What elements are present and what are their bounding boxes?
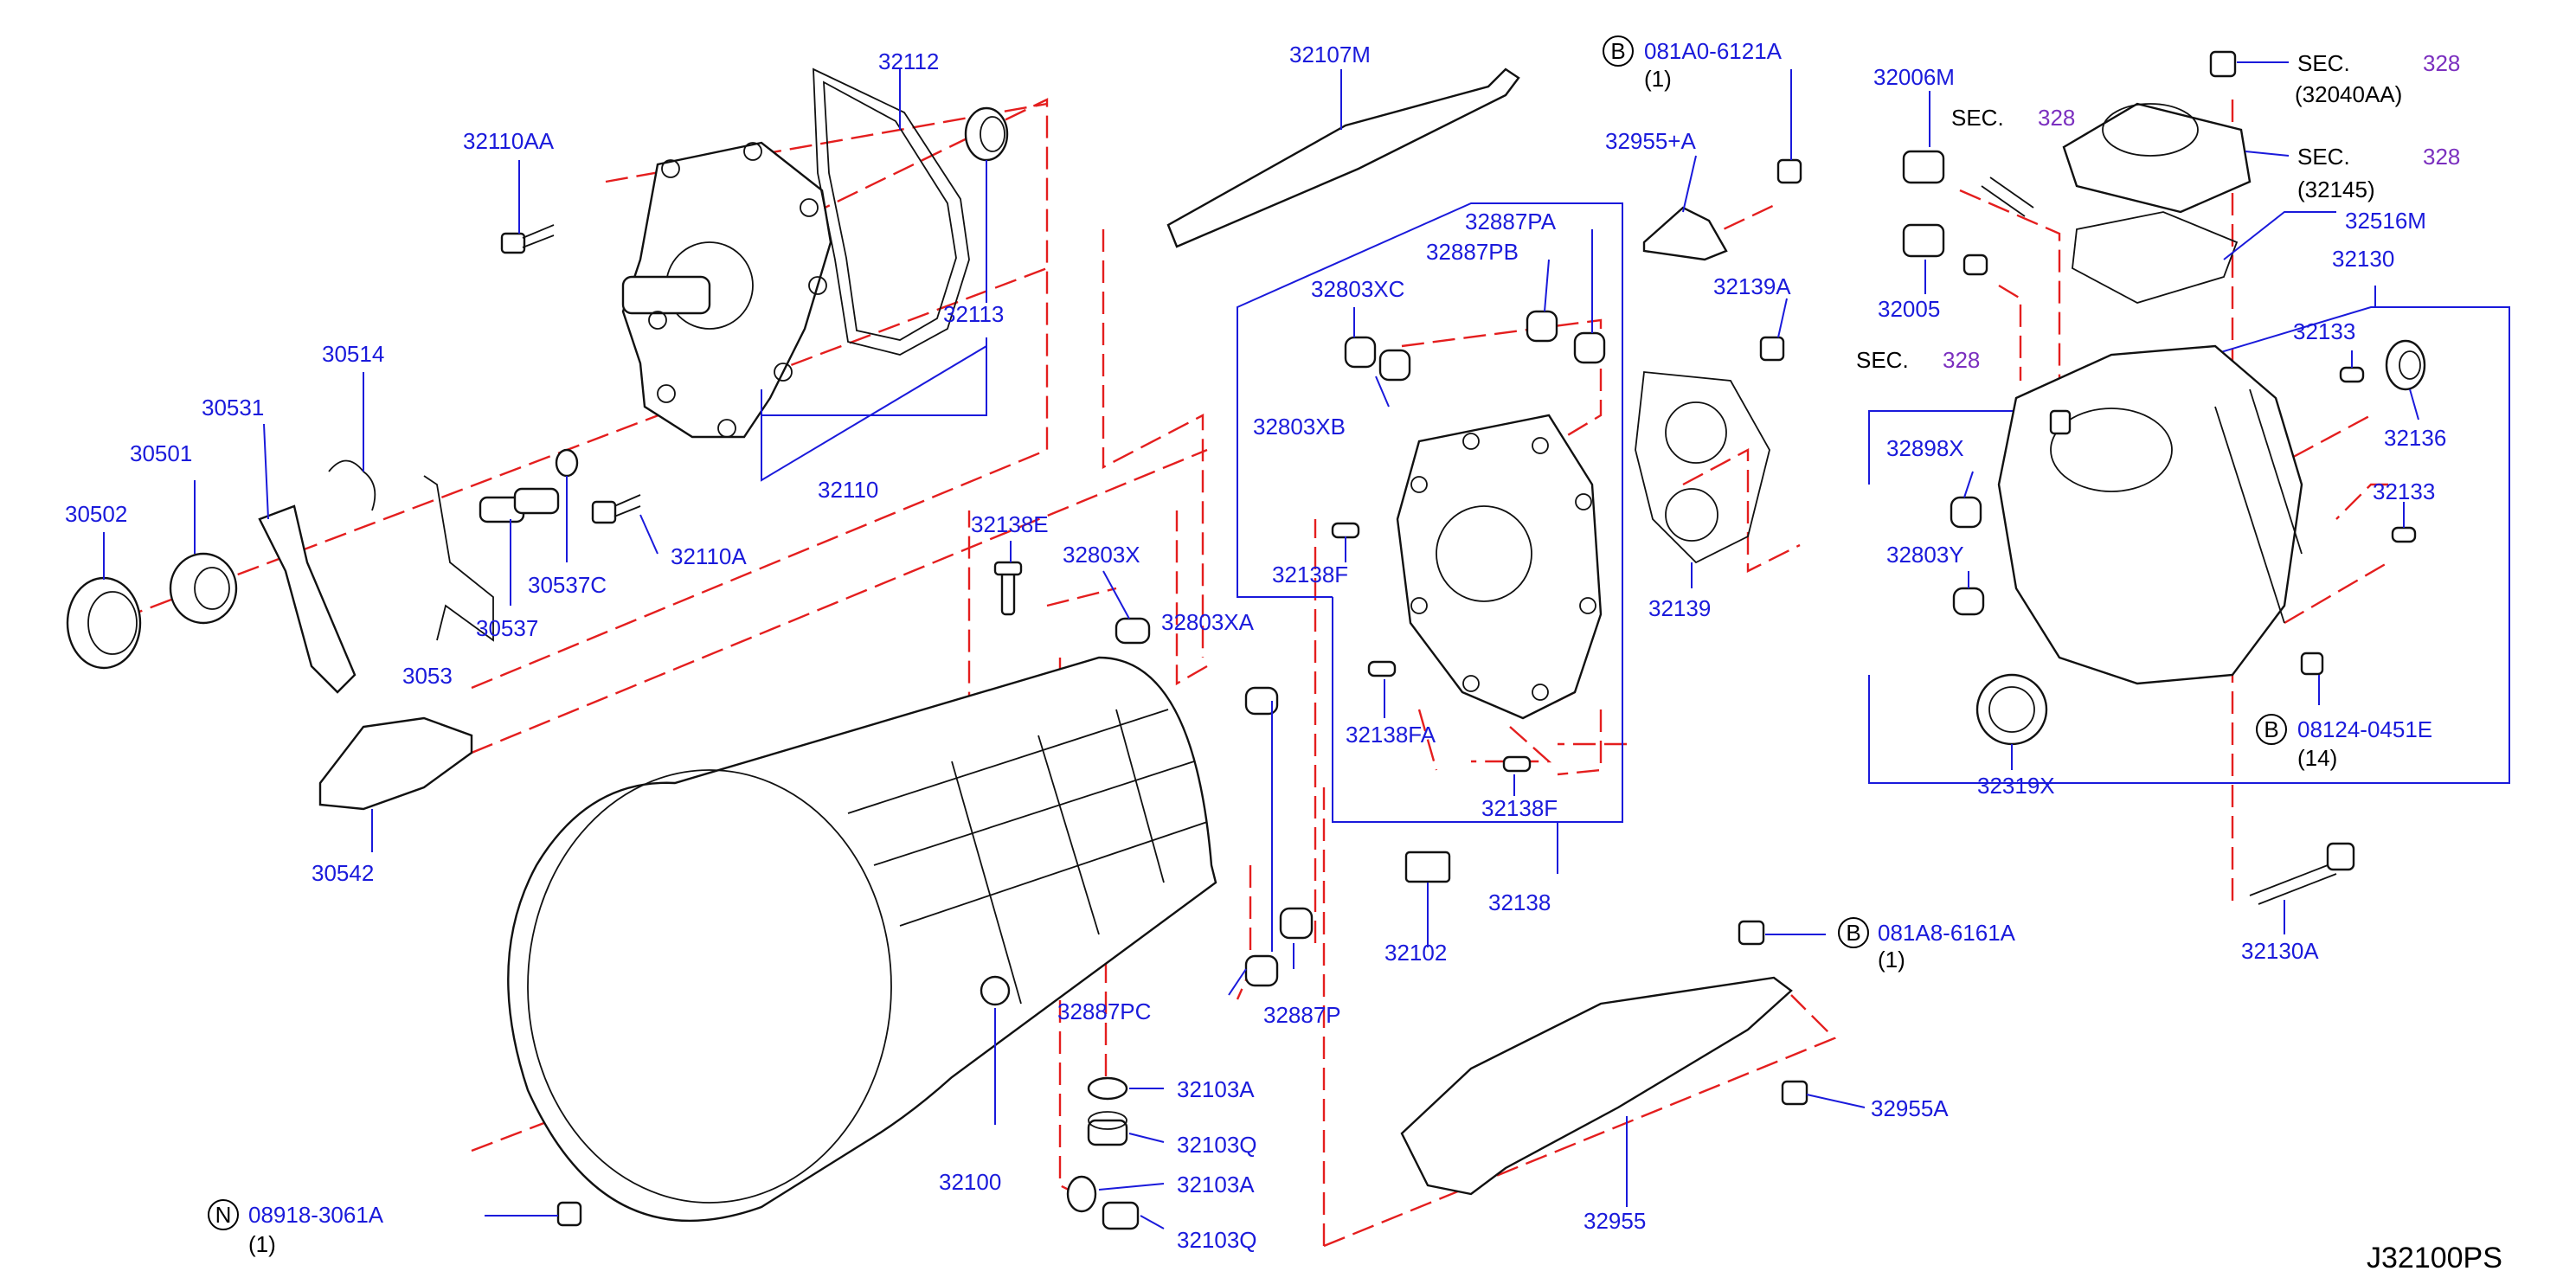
circle-markers: B B B N (208, 35, 2287, 1230)
marker-b-08124: B (2264, 716, 2278, 742)
label-30542: 30542 (312, 860, 374, 886)
label-sec-4-num: 328 (2423, 144, 2460, 170)
label-32803XA: 32803XA (1161, 609, 1255, 635)
label-08918-3061A: 08918-3061A (248, 1202, 384, 1228)
label-32803XC: 32803XC (1311, 276, 1404, 302)
marker-n-08918: N (215, 1202, 232, 1228)
label-32110A: 32110A (671, 543, 747, 569)
label-30537: 30537 (476, 615, 538, 641)
label-32107M: 32107M (1289, 42, 1371, 67)
label-32133-2: 32133 (2373, 478, 2435, 504)
label-sec-3-num: 328 (2423, 50, 2460, 76)
label-08918-qty: (1) (248, 1231, 276, 1257)
label-08124-0451E: 08124-0451E (2297, 716, 2432, 742)
label-30531: 30531 (202, 395, 264, 421)
label-32130A: 32130A (2241, 938, 2319, 964)
label-sec-4-ref: (32145) (2297, 177, 2375, 202)
marker-b-081a8: B (1846, 920, 1860, 946)
label-081A8-qty: (1) (1878, 947, 1905, 973)
label-sec-1-num: 328 (2038, 105, 2075, 131)
label-32006M: 32006M (1873, 64, 1955, 90)
label-081A0-6121A: 081A0-6121A (1644, 38, 1783, 64)
label-32103A-2: 32103A (1177, 1172, 1255, 1197)
label-081A0-qty: (1) (1644, 66, 1672, 92)
label-32139A: 32139A (1713, 273, 1791, 299)
leader-lines (103, 61, 2419, 1229)
label-3053x: 3053 (402, 663, 453, 689)
label-32103A-1: 32103A (1177, 1076, 1255, 1102)
label-32955A: 32955A (1871, 1095, 1949, 1121)
label-32138F-2: 32138F (1481, 795, 1558, 821)
label-32110AA: 32110AA (463, 128, 555, 154)
label-32138: 32138 (1488, 889, 1551, 915)
label-32319X: 32319X (1977, 773, 2055, 799)
label-32139: 32139 (1648, 595, 1711, 621)
label-081A8-6161A: 081A8-6161A (1878, 920, 2016, 946)
label-30502: 30502 (65, 501, 127, 527)
label-32136: 32136 (2384, 425, 2446, 451)
label-32133-1: 32133 (2293, 318, 2355, 344)
label-32100: 32100 (939, 1169, 1001, 1195)
label-32138F-1: 32138F (1272, 562, 1348, 587)
assembly-dashed-lines (120, 98, 2389, 1248)
label-32113: 32113 (943, 301, 1004, 327)
marker-b-081a0: B (1610, 38, 1625, 64)
label-32102: 32102 (1384, 940, 1447, 966)
label-32516M: 32516M (2345, 208, 2426, 234)
label-32130: 32130 (2332, 246, 2394, 272)
label-32887P: 32887P (1263, 1002, 1341, 1028)
label-32955: 32955 (1584, 1208, 1646, 1234)
part-shapes (66, 50, 2426, 1230)
label-32138E: 32138E (971, 511, 1049, 537)
label-32803XB: 32803XB (1253, 414, 1346, 440)
label-32110: 32110 (818, 477, 878, 503)
label-32898X: 32898X (1886, 435, 1964, 461)
label-32103Q-1: 32103Q (1177, 1132, 1257, 1158)
label-32005: 32005 (1878, 296, 1940, 322)
label-32103Q-2: 32103Q (1177, 1227, 1257, 1253)
label-32887PB: 32887PB (1426, 239, 1519, 265)
label-sec-3: SEC. (2297, 50, 2350, 76)
label-32887PA: 32887PA (1465, 209, 1557, 234)
label-30514: 30514 (322, 341, 384, 367)
label-32803X: 32803X (1063, 542, 1140, 568)
label-32803Y: 32803Y (1886, 542, 1964, 568)
label-sec-4: SEC. (2297, 144, 2350, 170)
label-30501: 30501 (130, 440, 192, 466)
part-labels: 32112 32110AA 32113 32110 30514 30531 30… (65, 38, 2460, 1257)
label-sec-3-ref: (32040AA) (2295, 81, 2402, 107)
label-08124-qty: (14) (2297, 745, 2337, 771)
label-32112: 32112 (878, 48, 939, 74)
label-sec-2-num: 328 (1943, 347, 1980, 373)
label-32887PC: 32887PC (1057, 998, 1151, 1024)
label-sec-1: SEC. (1951, 105, 2004, 131)
label-30537C: 30537C (528, 572, 607, 598)
diagram-code: J32100PS (2367, 1242, 2502, 1274)
label-32138FA: 32138FA (1346, 722, 1436, 748)
label-sec-2: SEC. (1856, 347, 1909, 373)
label-32955-plus-A: 32955+A (1605, 128, 1696, 154)
